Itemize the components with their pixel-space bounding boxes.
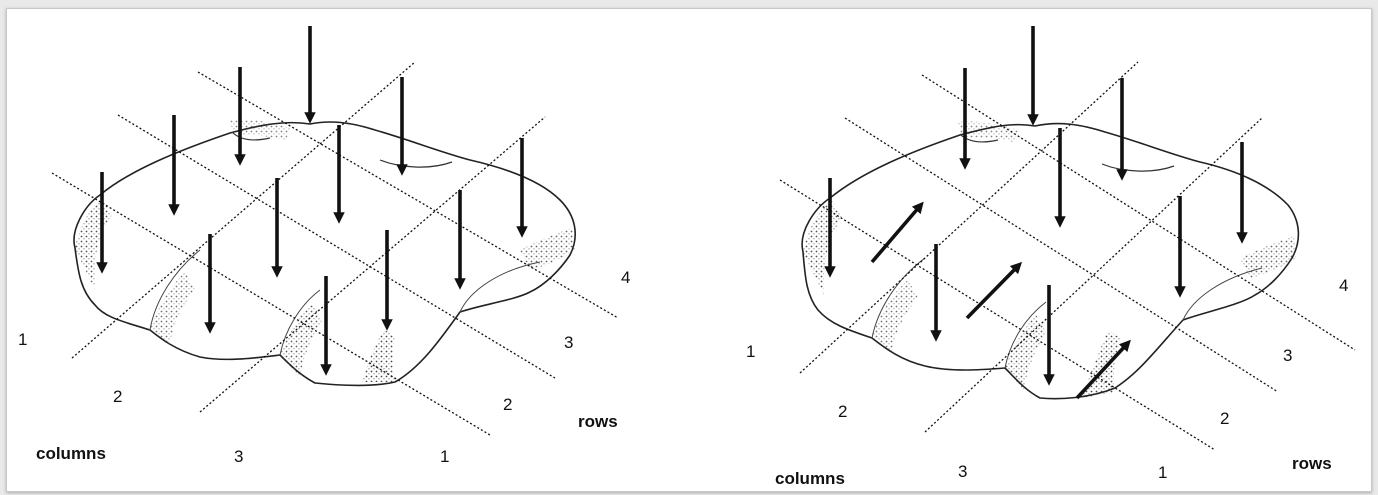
columns-label: columns xyxy=(775,469,845,488)
row-label-4: 4 xyxy=(1339,276,1348,295)
shell-stipple xyxy=(1240,236,1296,278)
row-label-2: 2 xyxy=(503,395,512,414)
row-label-2: 2 xyxy=(1220,409,1229,428)
row-line xyxy=(197,71,619,319)
row-label-3: 3 xyxy=(1283,346,1292,365)
column-line xyxy=(71,61,416,359)
force-arrow-diagonal xyxy=(965,261,1023,320)
shell-stipple xyxy=(520,228,575,270)
shell-ridge xyxy=(379,159,453,168)
shell-stipple xyxy=(280,302,322,378)
shell-stipple xyxy=(362,330,395,382)
row-label-1: 1 xyxy=(1158,463,1167,482)
shell-stipple xyxy=(803,201,842,295)
column-line xyxy=(199,116,546,413)
right-panel: 1 2 3 columns 1 2 3 4 rows xyxy=(746,26,1356,488)
column-line xyxy=(799,61,1139,374)
column-label-3: 3 xyxy=(234,447,243,466)
rows-label: rows xyxy=(1292,454,1332,473)
row-line xyxy=(117,114,556,379)
row-line xyxy=(921,74,1356,351)
rows-label: rows xyxy=(578,412,618,431)
row-line xyxy=(779,179,1216,451)
shell-lobe-line xyxy=(459,261,541,313)
force-arrow-diagonal xyxy=(1075,339,1131,400)
columns-label: columns xyxy=(36,444,106,463)
row-label-4: 4 xyxy=(621,268,630,287)
shell-lobe-line xyxy=(149,249,201,331)
row-label-3: 3 xyxy=(564,333,573,352)
shell-ridge xyxy=(1101,163,1175,172)
shell-lobe-line xyxy=(1004,301,1047,369)
shell-stipple xyxy=(150,272,195,345)
row-line xyxy=(51,172,491,436)
force-arrow-diagonal xyxy=(870,201,924,264)
shell-stipple xyxy=(1005,315,1046,390)
shell-stipple xyxy=(958,121,1018,142)
column-label-3: 3 xyxy=(958,462,967,481)
left-panel: 1 2 3 columns 1 2 3 4 rows xyxy=(18,26,630,466)
column-label-1: 1 xyxy=(18,330,27,349)
column-line xyxy=(924,117,1263,433)
row-label-1: 1 xyxy=(440,447,449,466)
shell-lobe-line xyxy=(279,289,321,356)
shell-stipple xyxy=(872,280,918,352)
column-label-2: 2 xyxy=(838,402,847,421)
column-label-1: 1 xyxy=(746,342,755,361)
column-label-2: 2 xyxy=(113,387,122,406)
row-line xyxy=(844,117,1279,393)
shell-stipple xyxy=(230,119,290,140)
figure-frame xyxy=(6,8,1372,492)
